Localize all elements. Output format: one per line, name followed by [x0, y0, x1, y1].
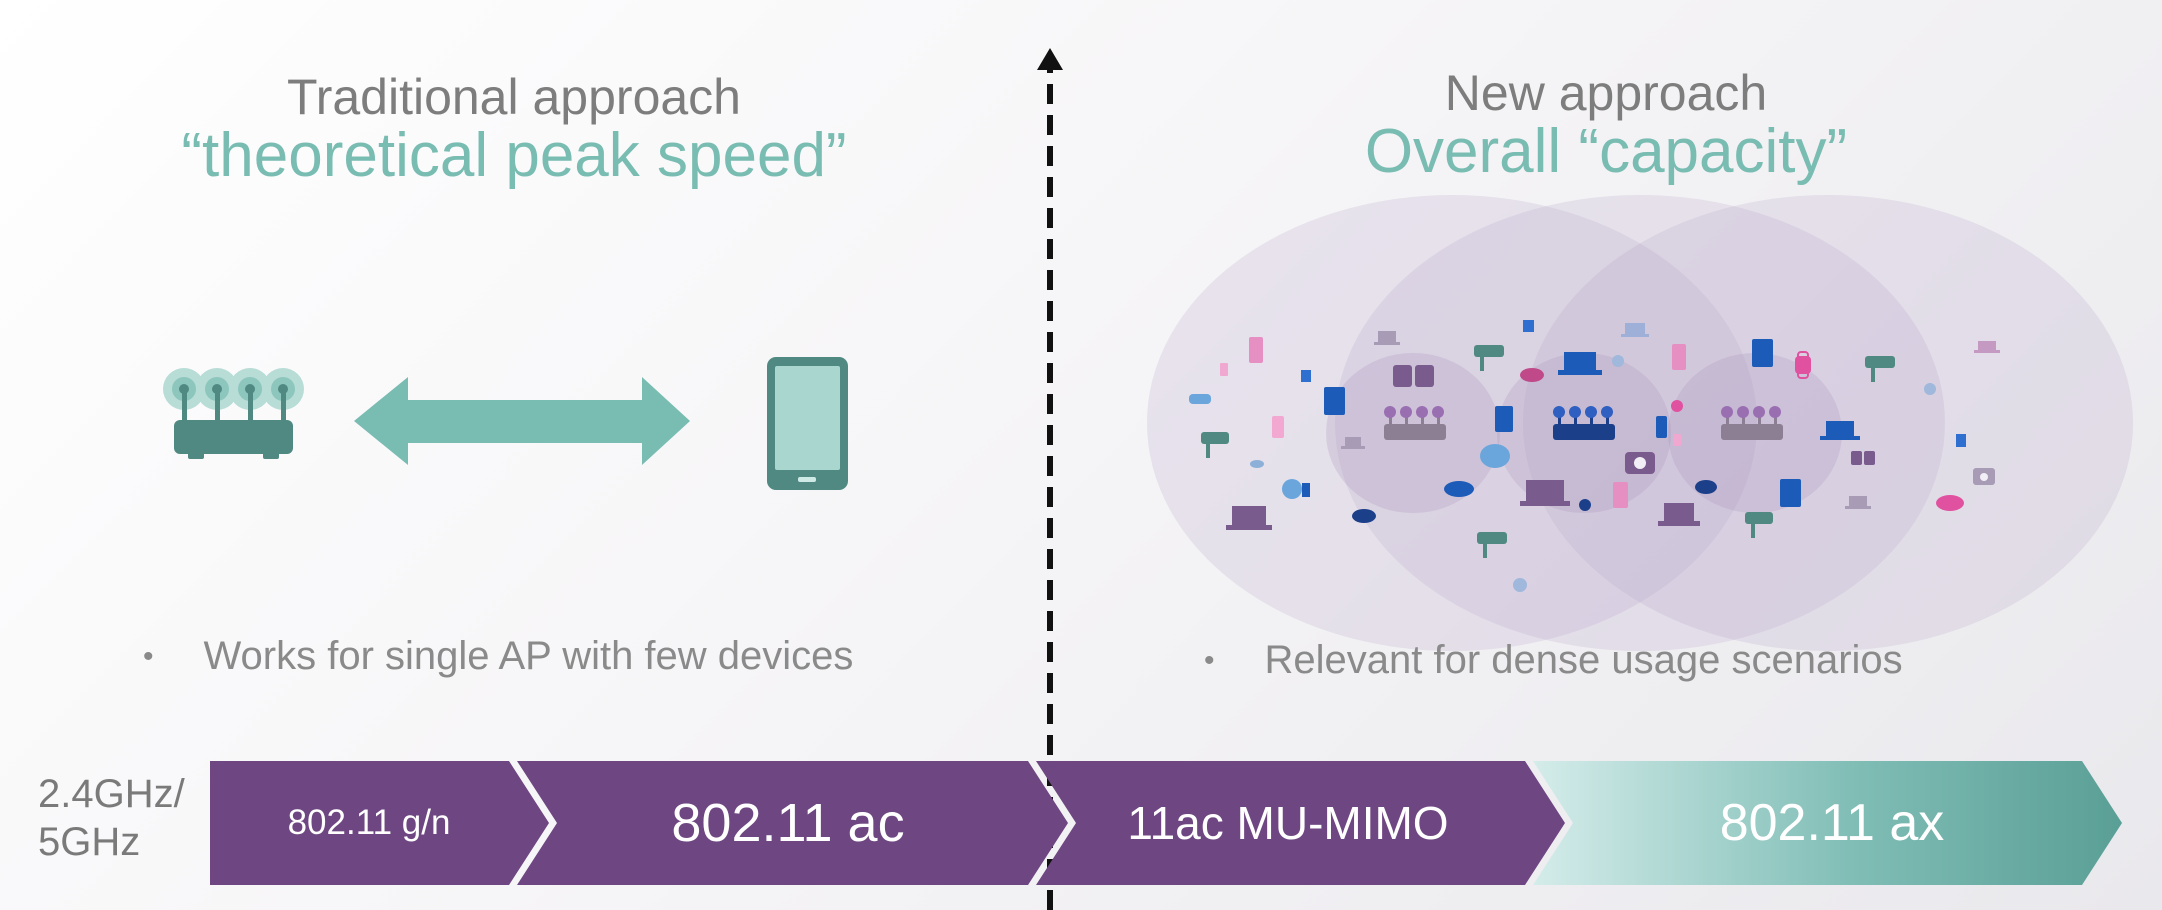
right-bullet-text: Relevant for dense usage scenarios	[1264, 638, 1903, 682]
right-heading: New approach	[1444, 65, 1768, 121]
gamepad-icon	[1352, 509, 1376, 523]
camera-icon	[1745, 512, 1773, 538]
laptop-icon	[1520, 480, 1570, 506]
speaker-icon	[1282, 479, 1302, 499]
bullet-marker: •	[143, 639, 154, 673]
left-subheading: “theoretical peak speed”	[181, 121, 847, 190]
bullet-marker: •	[1204, 643, 1215, 677]
watch-icon	[1795, 351, 1811, 379]
phone-icon	[1523, 320, 1534, 332]
phone-icon	[1673, 434, 1681, 446]
laptop-icon	[1226, 506, 1272, 530]
segment-label-80211gn: 802.11 g/n	[287, 803, 451, 842]
appliance-icon	[1393, 365, 1434, 387]
segment-shape-80211ax	[1533, 761, 2122, 885]
segment-label-11ac-mu-mimo: 11ac MU-MIMO	[1127, 797, 1449, 849]
left-header: Traditional approach “theoretical peak s…	[181, 68, 846, 191]
camera-icon	[1201, 432, 1229, 458]
tablet-icon	[1495, 406, 1513, 432]
thermostat-icon	[1480, 444, 1510, 468]
drone-icon	[1936, 495, 1964, 511]
phone-icon	[1956, 434, 1966, 447]
frequency-label: 2.4GHz/ 5GHz	[38, 772, 185, 864]
segment-shape-11ac-mu-mimo	[1036, 761, 1565, 885]
tablet-icon	[1752, 339, 1773, 367]
coverage-circle-left	[1147, 195, 1757, 651]
watch-icon	[1671, 400, 1683, 412]
laptop-icon	[1558, 352, 1602, 375]
left-bullet: • Works for single AP with few devices	[143, 634, 853, 679]
phone-icon	[1656, 416, 1667, 438]
laptop-icon	[1845, 496, 1871, 509]
photo-camera-icon	[1973, 468, 1995, 485]
watch-icon	[1579, 499, 1591, 511]
watch-icon	[1513, 578, 1527, 592]
photo-camera-icon	[1625, 452, 1655, 474]
tablet-icon	[1780, 479, 1801, 507]
segment-label-80211ax: 802.11 ax	[1719, 794, 1945, 852]
laptop-icon	[1621, 323, 1649, 337]
smartphone-icon	[767, 357, 848, 490]
camera-icon	[1474, 345, 1504, 371]
watch-icon	[1612, 355, 1624, 367]
speaker-icon	[1302, 483, 1310, 497]
gamepad-icon	[1520, 368, 1544, 382]
coverage-circles	[1147, 195, 2133, 651]
segment-shape-80211gn	[210, 761, 549, 885]
watch-icon	[1924, 383, 1936, 395]
phone-icon	[1613, 482, 1628, 508]
remote-icon	[1189, 394, 1211, 404]
segment-label-80211ac: 802.11 ac	[671, 793, 905, 853]
standards-timeline-band	[210, 761, 2122, 885]
phone-icon	[1220, 363, 1228, 376]
phone-icon	[1249, 337, 1263, 363]
tablet-icon	[1324, 387, 1345, 415]
drone-icon	[1444, 481, 1474, 497]
gamepad-icon	[1695, 480, 1717, 494]
access-point-icon-center	[1553, 406, 1615, 440]
laptop-icon	[1341, 437, 1365, 449]
phone-icon	[1272, 416, 1284, 438]
access-point-icon-right	[1721, 406, 1783, 440]
appliance-icon	[1851, 451, 1875, 465]
phone-icon	[1672, 344, 1686, 370]
right-bullet: • Relevant for dense usage scenarios	[1204, 638, 1903, 683]
access-point-icon-left	[1384, 406, 1446, 440]
laptop-icon	[1374, 331, 1400, 345]
laptop-icon	[1658, 503, 1700, 526]
gamepad-icon	[1250, 460, 1264, 468]
router-icon	[163, 368, 304, 459]
right-subheading: Overall “capacity”	[1364, 117, 1848, 186]
right-header: New approach Overall “capacity”	[1365, 64, 1847, 187]
phone-icon	[1301, 370, 1311, 382]
client-devices	[1189, 320, 2000, 592]
left-heading: Traditional approach	[287, 69, 741, 125]
laptop-icon	[1974, 341, 2000, 353]
left-bullet-text: Works for single AP with few devices	[203, 634, 854, 678]
laptop-icon	[1820, 421, 1860, 440]
camera-icon	[1865, 356, 1895, 382]
segment-shape-80211ac	[517, 761, 1068, 885]
camera-icon	[1477, 532, 1507, 558]
double-arrow	[354, 377, 690, 465]
